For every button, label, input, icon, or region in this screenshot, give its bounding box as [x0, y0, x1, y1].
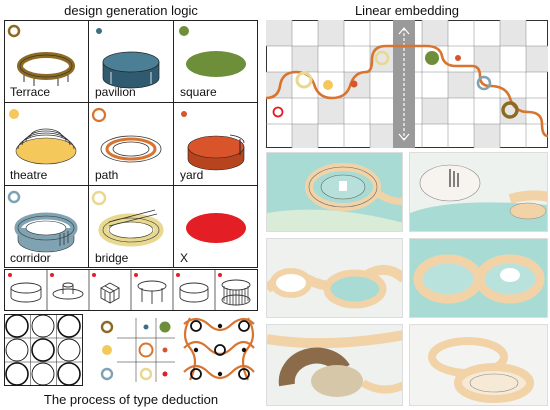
type-cell-pavilion: pavilion — [89, 20, 173, 102]
type-label: yard — [180, 168, 204, 182]
type-cell-corridor: corridor — [4, 186, 88, 268]
bottom-title: The process of type deduction — [43, 392, 219, 407]
type-label: bridge — [95, 251, 129, 265]
terrace-marker-icon — [7, 24, 21, 38]
path-marker-icon — [91, 107, 107, 123]
render-drawing — [267, 239, 402, 317]
square-drawing — [179, 26, 246, 77]
render-panels — [266, 152, 548, 406]
pavilion-drawing — [96, 28, 160, 89]
type-cell-theatre: theatre — [4, 103, 88, 185]
render-drawing — [410, 153, 547, 231]
yard-drawing — [181, 111, 245, 171]
render-top-right — [409, 152, 548, 232]
type-grid-lines — [4, 20, 258, 268]
bridge-marker-icon — [91, 190, 107, 206]
path-drawing — [91, 107, 162, 163]
x-drawing — [186, 213, 246, 243]
type-label: X — [180, 251, 189, 265]
right-title: Linear embedding — [354, 3, 460, 18]
type-cell-x: X — [174, 186, 258, 268]
linear-embedding-grid — [266, 20, 548, 148]
type-grid: Terrace pavilion square theatre — [4, 20, 258, 268]
primitive-row-drawing — [8, 270, 251, 310]
bridge-drawing — [91, 190, 164, 247]
deduction-panel-markers — [100, 318, 175, 382]
type-cell-path: path — [89, 103, 173, 185]
type-label: path — [95, 168, 119, 182]
left-title: design generation logic — [64, 3, 198, 18]
yard-marker-icon — [181, 111, 187, 117]
render-middle-right — [409, 238, 548, 318]
render-drawing — [267, 153, 402, 231]
type-label: theatre — [10, 168, 48, 182]
type-deduction — [4, 314, 258, 386]
type-cell-yard: yard — [174, 103, 258, 185]
deduction-panel-paths — [183, 317, 255, 381]
type-label: corridor — [10, 251, 51, 265]
deduction-panel-circles — [4, 314, 83, 386]
terrace-drawing — [7, 24, 75, 86]
render-middle-left — [266, 238, 403, 318]
primitive-row — [4, 269, 258, 311]
linear-embedding-drawing — [266, 20, 548, 148]
type-label: Terrace — [10, 85, 51, 99]
theatre-drawing — [9, 109, 77, 165]
corridor-marker-icon — [7, 190, 21, 204]
render-bottom-left — [266, 324, 403, 406]
type-label: square — [180, 85, 217, 99]
type-cell-terrace: Terrace — [4, 20, 88, 102]
render-bottom-right — [409, 324, 548, 406]
render-drawing — [267, 325, 402, 405]
square-marker-icon — [179, 26, 189, 36]
type-cell-square: square — [174, 20, 258, 102]
render-drawing — [410, 325, 547, 405]
render-drawing — [410, 239, 547, 317]
pavilion-marker-icon — [96, 28, 102, 34]
type-cell-bridge: bridge — [89, 186, 173, 268]
render-top-left — [266, 152, 403, 232]
corridor-drawing — [7, 190, 78, 253]
type-label: pavilion — [95, 85, 136, 99]
deduction-drawing — [4, 314, 255, 386]
theatre-marker-icon — [9, 109, 19, 119]
